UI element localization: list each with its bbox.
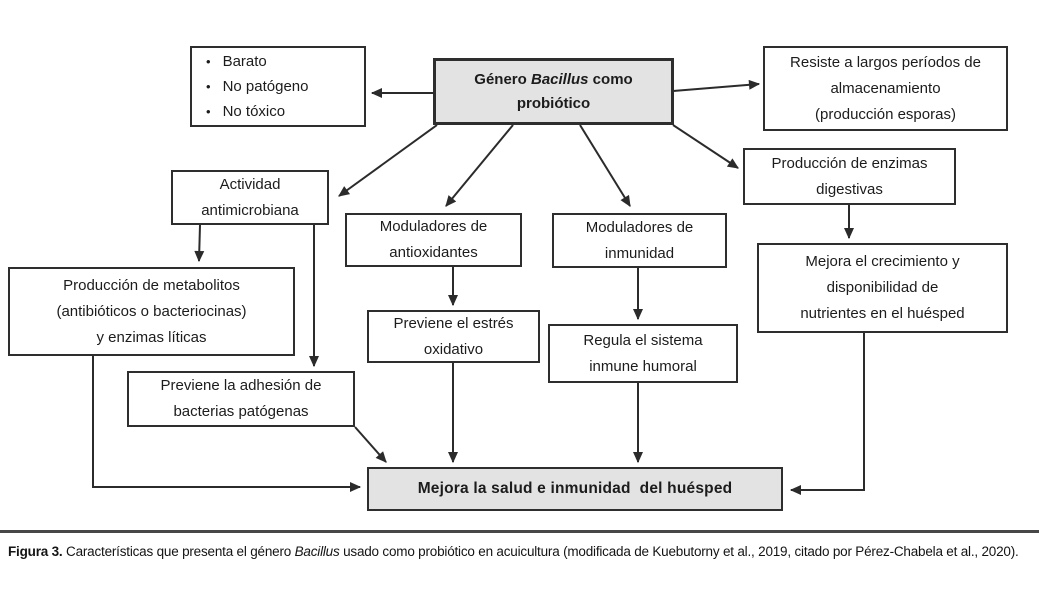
node-previene-estres: Previene el estrés oxidativo: [367, 310, 540, 363]
feature-item: • No tóxico: [206, 99, 285, 124]
node-line: antioxidantes: [389, 244, 478, 261]
node-line: (antibióticos o bacteriocinas): [56, 302, 247, 320]
node-line: Previene la adhesión de: [160, 377, 322, 394]
node-line: y enzimas líticas: [96, 328, 207, 346]
node-mejora-salud: Mejora la salud e inmunidad del huésped: [367, 467, 783, 511]
feature-label: No tóxico: [222, 103, 286, 120]
node-line: Producción de enzimas: [771, 154, 928, 172]
arrow-root-to-actividad: [338, 124, 438, 197]
node-line: Mejora el crecimiento y: [805, 253, 960, 270]
caption-figure-number: Figura 3.: [8, 544, 63, 559]
bacillus-italic: Bacillus: [530, 70, 589, 88]
caption-divider: [0, 530, 1039, 533]
node-resiste-almacenamiento: Resiste a largos períodos de almacenamien…: [763, 46, 1008, 131]
node-line: Producción de metabolitos: [63, 276, 240, 294]
root-label: Género Bacillus como probiótico: [474, 70, 633, 112]
node-caracteristicas: • Barato • No patógeno • No tóxico: [190, 46, 366, 127]
feature-label: No patógeno: [222, 78, 309, 95]
arrow-root-to-resiste: [672, 79, 761, 92]
bullet-icon: •: [206, 54, 211, 69]
node-line: antimicrobiana: [201, 201, 299, 219]
bullet-icon: •: [206, 104, 211, 119]
node-line: Moduladores de: [379, 218, 488, 235]
node-line: oxidativo: [423, 340, 484, 358]
feature-label: Barato: [222, 53, 267, 70]
node-actividad-antimicrobiana: Actividad antimicrobiana: [171, 170, 329, 225]
arrow-metabolitos-to-salud: [92, 356, 362, 492]
node-line: disponibilidad de: [826, 279, 939, 296]
node-moduladores-inmunidad: Moduladores de inmunidad: [552, 213, 727, 268]
arrow-adhesion-to-salud: [354, 426, 387, 463]
node-line: (producción esporas): [815, 105, 956, 123]
arrow-root-to-enzimas: [672, 124, 739, 169]
node-line: digestivas: [816, 180, 883, 198]
bullet-icon: •: [206, 79, 211, 94]
arrow-actividad-to-metabolitos: [194, 224, 205, 263]
node-line: nutrientes en el huésped: [800, 305, 965, 322]
node-line: Actividad: [219, 175, 281, 193]
caption-bacillus-italic: Bacillus: [294, 544, 340, 559]
node-line: inmune humoral: [589, 357, 697, 375]
node-enzimas-digestivas: Producción de enzimas digestivas: [743, 148, 956, 205]
node-line: Previene el estrés: [393, 314, 514, 332]
node-moduladores-antioxidantes: Moduladores de antioxidantes: [345, 213, 522, 267]
node-produccion-metabolitos: Producción de metabolitos (antibióticos o…: [8, 267, 295, 356]
node-genero-bacillus: Género Bacillus como probiótico: [433, 58, 674, 125]
node-line: Regula el sistema: [583, 331, 703, 349]
feature-item: • No patógeno: [206, 74, 308, 99]
arrow-root-to-antioxidantes: [445, 124, 514, 207]
node-line: almacenamiento: [830, 79, 941, 97]
caption-text: usado como probiótico en acuicultura (mo…: [339, 544, 1019, 559]
node-regula-sistema-inmune: Regula el sistema inmune humoral: [548, 324, 738, 383]
node-line: Moduladores de: [585, 218, 694, 236]
node-previene-adhesion: Previene la adhesión de bacterias patógen…: [127, 371, 355, 427]
arrow-crecimiento-to-salud: [789, 333, 865, 495]
node-line: inmunidad: [604, 244, 675, 262]
node-line: bacterias patógenas: [173, 403, 309, 420]
arrow-root-to-inmunidad: [579, 124, 631, 207]
figure-caption: Figura 3. Características que presenta e…: [8, 541, 1023, 563]
node-mejora-crecimiento: Mejora el crecimiento y disponibilidad de…: [757, 243, 1008, 333]
node-line: Resiste a largos períodos de: [790, 53, 981, 71]
feature-item: • Barato: [206, 49, 267, 74]
caption-text: Características que presenta el género: [62, 544, 295, 559]
